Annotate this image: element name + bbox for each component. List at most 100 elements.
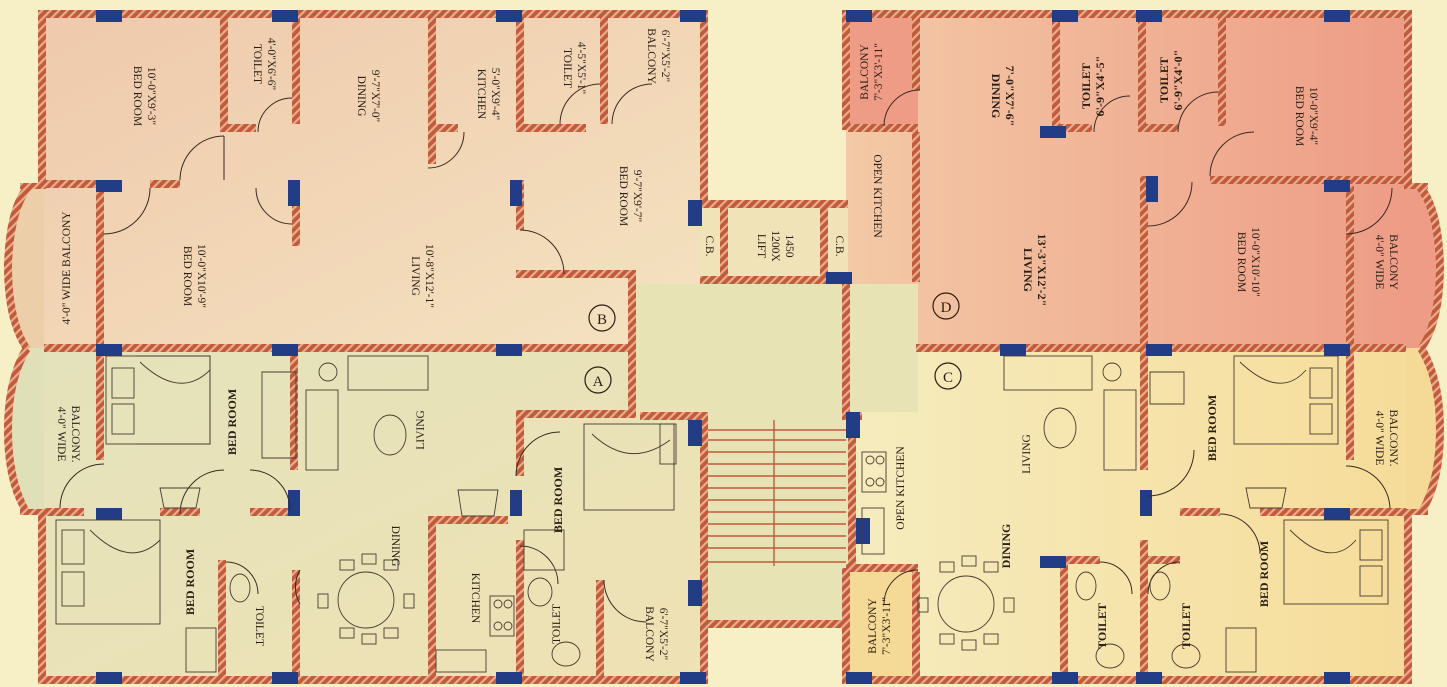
room-d-balcony-dim: 7'-3"X3'-11" <box>873 43 885 101</box>
room-c-bed2: BED ROOM <box>1257 541 1271 607</box>
sink-a <box>435 649 487 673</box>
room-d-toilet1-dim: 6'-9"X4'-5" <box>1093 56 1107 117</box>
room-a-toilet1: TOILET <box>253 606 265 646</box>
room-b-living-name: LIVING <box>409 256 421 296</box>
room-d-bed2-dim: 10'-0"X10'-10" <box>1249 227 1261 297</box>
room-b-kitchen-name: KITCHEN <box>475 69 487 120</box>
room-b-toilet1-name: TOILET <box>251 44 263 84</box>
sofa-c <box>1003 355 1093 391</box>
unit-a-labels: 4'-0" WIDE BALCONY. BED ROOM LIVING BED … <box>55 389 669 663</box>
room-a-kitchen: KITCHEN <box>469 573 481 624</box>
room-c-wide-balcony-2: BALCONY. <box>1387 410 1399 467</box>
unit-tag-b: B <box>588 304 616 332</box>
room-d-living-dim: 13'-3"X12'-2" <box>1035 234 1049 307</box>
room-b-bed2-dim: 9'-7"X9'-7" <box>631 170 643 223</box>
room-a-toilet2: TOILET <box>551 604 563 644</box>
room-d-wide-balcony-2: BALCONY <box>1387 234 1399 290</box>
room-c-wide-balcony-1: 4'-0" WIDE <box>1373 411 1385 466</box>
core-labels: C.B. LIFT 1200X 1450 C.B. <box>703 230 845 262</box>
room-a-living: LIVING <box>415 410 427 450</box>
room-b-living-dim: 10'-8"X12'-1" <box>423 244 435 308</box>
room-a-bed1: BED ROOM <box>225 389 239 455</box>
room-a-balcony-dim: 6'-7"X5'-2" <box>657 608 669 661</box>
room-d-living-name: LIVING <box>1021 248 1035 292</box>
core-cb-right: C.B. <box>833 235 845 256</box>
unit-tag-c-label: C <box>943 370 953 386</box>
doors <box>59 83 1393 623</box>
dining-table-c <box>937 575 995 633</box>
room-b-toilet2-name: TOILET <box>561 48 573 88</box>
room-c-living: LIVING <box>1021 434 1033 474</box>
core-lift-size2: 1450 <box>783 235 795 258</box>
room-d-wide-balcony-1: 4'-0" WIDE <box>1373 235 1385 290</box>
unit-tag-c: C <box>934 362 962 390</box>
room-b-dining-name: DINING <box>355 76 367 117</box>
unit-tag-b-label: B <box>597 312 607 328</box>
room-c-balcony-dim: 7'-3"X3'-11" <box>881 597 893 655</box>
columns <box>96 10 1350 684</box>
room-d-dining-name: DINING <box>989 74 1003 119</box>
unit-tag-a: A <box>584 366 612 394</box>
room-d-toilet1-name: TOILET <box>1079 63 1093 109</box>
room-c-bed1: BED ROOM <box>1205 395 1219 461</box>
balcony-c-floor <box>846 570 918 682</box>
sofa-a <box>347 355 429 391</box>
room-a-wide-balcony-2: BALCONY. <box>69 406 81 463</box>
core-lift-name: LIFT <box>755 234 767 258</box>
walls <box>4 10 1444 684</box>
room-b-toilet2-dim: 4'-5"X5'-1" <box>575 42 587 95</box>
unit-b-labels: BED ROOM 10'-0"X9'-3" TOILET 4'-0"X6'-6"… <box>61 28 671 324</box>
core-lift-size1: 1200X <box>769 230 781 262</box>
room-a-wide-balcony-1: 4'-0" WIDE <box>55 407 67 462</box>
core-cb-left: C.B. <box>703 235 715 256</box>
room-a-bed2: BED ROOM <box>183 549 197 615</box>
room-b-kitchen-dim: 5'-0"X9'-4" <box>489 68 501 121</box>
unit-tag-d-label: D <box>941 300 952 316</box>
room-d-open-kitchen: OPEN KITCHEN <box>871 154 883 238</box>
bed-a3 <box>583 423 675 511</box>
room-b-bed3-name: BED ROOM <box>181 246 193 306</box>
room-d-balcony-name: BALCONY <box>859 44 871 100</box>
room-b-balcony-name: BALCONY <box>645 28 657 84</box>
room-b-toilet1-dim: 4'-0"X6'-6" <box>265 38 277 91</box>
room-b-bed2-name: BED ROOM <box>617 166 629 226</box>
room-c-toilet1: TOILET <box>1095 603 1109 649</box>
unit-tag-d: D <box>932 292 960 320</box>
unit-a-floor <box>44 348 704 682</box>
room-b-dining-dim: 9'-7"X7'-0" <box>369 70 381 123</box>
dining-table-a <box>337 571 395 629</box>
room-a-balcony-name: BALCONY <box>643 606 655 662</box>
table-c <box>1043 407 1077 449</box>
room-a-bed3: BED ROOM <box>551 467 565 533</box>
room-c-toilet2: TOILET <box>1179 603 1193 649</box>
room-d-bed2-name: BED ROOM <box>1235 232 1247 292</box>
room-d-toilet2-name: TOILET <box>1157 57 1171 103</box>
room-b-bed1-dim: 10'-0"X9'-3" <box>145 67 157 125</box>
lobby-floor <box>634 284 918 412</box>
bed-a2 <box>55 519 161 625</box>
room-a-dining: DINING <box>389 526 401 567</box>
room-d-toilet2-dim: 6'-9"X4'-0" <box>1171 50 1185 111</box>
bed-c1 <box>1233 355 1339 445</box>
room-b-wide-balcony: 4'-0" WIDE BALCONY <box>61 211 73 325</box>
unit-tag-a-label: A <box>593 374 604 390</box>
room-d-dining-dim: 7'-0"X7'-6" <box>1003 66 1017 127</box>
room-c-dining: DINING <box>999 524 1013 569</box>
room-d-bed1-name: BED ROOM <box>1293 86 1305 146</box>
room-b-bed1-name: BED ROOM <box>131 66 143 126</box>
staircase <box>708 420 846 566</box>
balcony-d-floor <box>846 14 918 124</box>
room-d-bed1-dim: 10'-0"X9'-4" <box>1307 87 1319 145</box>
room-c-open-kitchen: OPEN KITCHEN <box>895 446 907 530</box>
table-a <box>373 414 407 456</box>
sink-c <box>861 507 885 555</box>
furniture <box>55 355 1389 673</box>
bed-c2 <box>1283 519 1389 605</box>
unit-c-labels: OPEN KITCHEN BALCONY 7'-3"X3'-11" LIVING… <box>867 395 1399 655</box>
unit-tags: A B C D <box>584 292 962 394</box>
room-b-bed3-dim: 10'-0"X10'-9" <box>195 244 207 308</box>
room-b-balcony-dim: 6'-7"X5'-2" <box>659 30 671 83</box>
unit-d-labels: BALCONY 7'-3"X3'-11" OPEN KITCHEN DINING… <box>859 43 1399 306</box>
room-c-balcony-name: BALCONY <box>867 598 879 654</box>
